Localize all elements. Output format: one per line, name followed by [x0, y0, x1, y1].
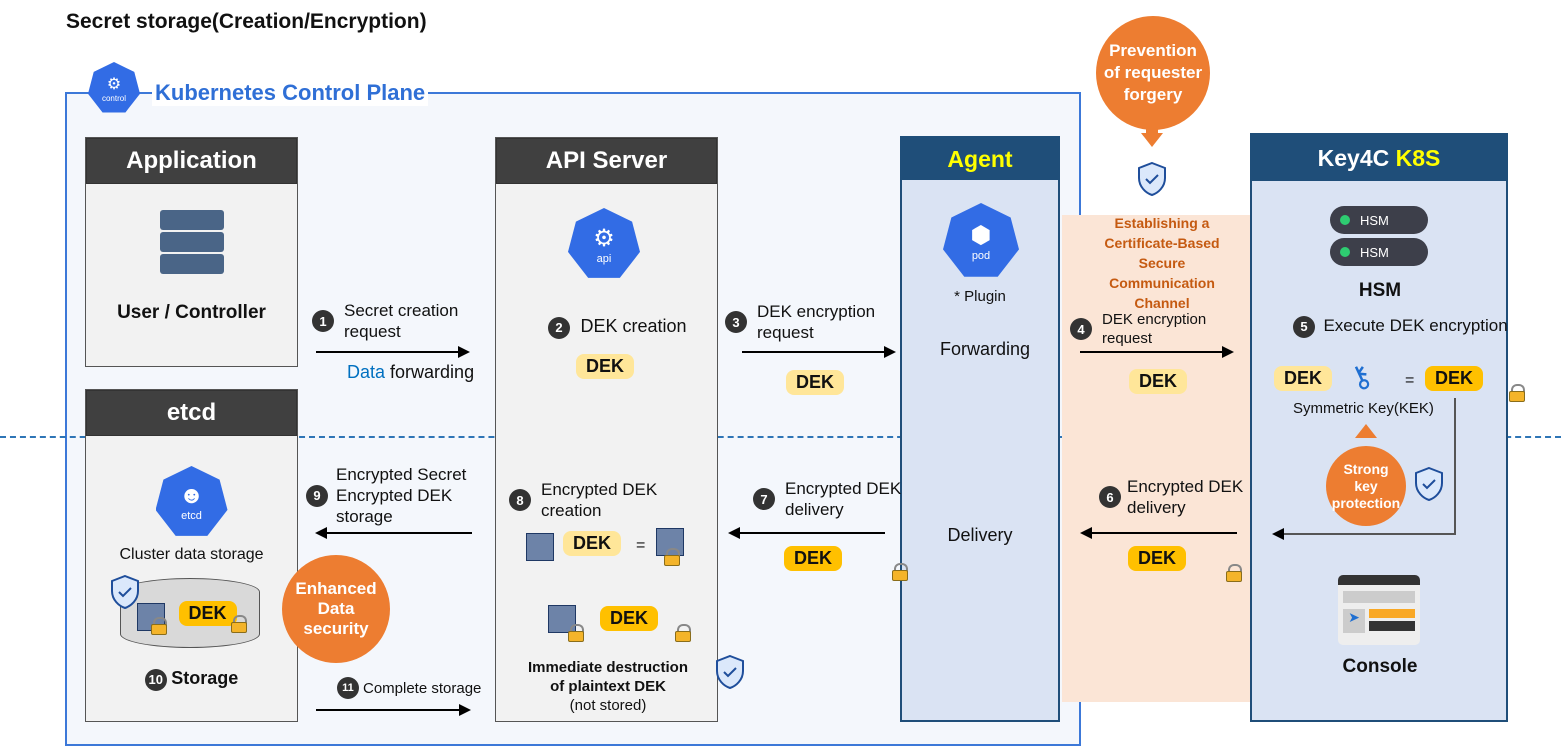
hsm-label: HSM	[1358, 280, 1402, 301]
dek-plain-badge: DEK	[786, 370, 845, 395]
arrow-agent-to-key4c	[1080, 346, 1234, 358]
encrypted-dek-badge: DEK	[1425, 366, 1484, 391]
api-shield-icon	[716, 655, 744, 689]
plugin-label: * Plugin	[954, 288, 1006, 305]
application-box: Application User / Controller	[85, 137, 298, 367]
etcd-icon: ☻etcd	[155, 466, 228, 536]
key-shield-icon	[1415, 467, 1443, 501]
arrow-agent-to-api	[728, 527, 885, 539]
phase-divider	[0, 436, 1561, 438]
storage-cylinder: DEK	[119, 578, 260, 648]
arrow-key4c-to-agent	[1080, 527, 1237, 539]
dek-plain-badge: DEK	[1274, 366, 1333, 391]
equals-sign: =	[636, 537, 646, 554]
arrow-etcd-to-api	[316, 704, 471, 716]
hsm-unit: HSM	[1330, 206, 1428, 234]
console-label: Console	[1342, 656, 1418, 677]
page-title: Secret storage(Creation/Encryption)	[66, 10, 427, 33]
etcd-header: etcd	[86, 390, 297, 436]
step11-label: 11 Complete storage	[337, 677, 481, 699]
encrypted-dek-badge: DEK	[178, 601, 237, 626]
encrypted-dek-badge: DEK	[1128, 546, 1187, 571]
kek-label: Symmetric Key(KEK)	[1293, 400, 1434, 417]
server-icon	[159, 210, 224, 274]
kek-return-line	[1454, 398, 1456, 535]
step2-label: 2 DEK creation	[548, 316, 687, 339]
arrow-api-to-agent	[742, 346, 896, 358]
application-header: Application	[86, 138, 297, 184]
encrypted-dek-badge: DEK	[600, 606, 659, 631]
user-controller-label: User / Controller	[117, 302, 266, 323]
agent-header: Agent	[902, 138, 1058, 180]
equals-sign: =	[1405, 372, 1415, 389]
dek-plain-badge: DEK	[1129, 369, 1188, 394]
etcd-box: etcd ☻etcd Cluster data storage DEK 10 S…	[85, 389, 298, 722]
delivery-label: Delivery	[947, 525, 1013, 545]
arrow-app-to-api	[316, 346, 470, 358]
dek-plain-badge: DEK	[576, 354, 635, 379]
channel-shield-icon	[1138, 162, 1166, 196]
hsm-unit: HSM	[1330, 238, 1428, 266]
step5-label: 5 Execute DEK encryption	[1293, 315, 1508, 338]
api-server-header: API Server	[496, 138, 717, 184]
forgery-arrow	[1146, 118, 1158, 134]
storage-step: 10 Storage	[86, 668, 297, 691]
secret-cube-icon	[526, 533, 554, 561]
api-icon: ⚙api	[568, 208, 640, 278]
etcd-shield-icon	[111, 575, 139, 609]
forwarding-label: Forwarding	[939, 339, 1031, 359]
encrypted-dek-badge: DEK	[784, 546, 843, 571]
dek-plain-badge: DEK	[563, 531, 622, 556]
data-forwarding-label: Data forwarding	[347, 362, 475, 382]
arrow-api-to-etcd	[315, 527, 472, 539]
control-plane-label: Kubernetes Control Plane	[152, 80, 429, 106]
kek-return-line	[1282, 533, 1456, 535]
secure-channel-band	[1062, 215, 1252, 702]
key4c-header: Key4C K8S	[1252, 135, 1506, 181]
cluster-storage-caption: Cluster data storage	[119, 546, 264, 563]
console-icon: ➤	[1338, 575, 1420, 645]
